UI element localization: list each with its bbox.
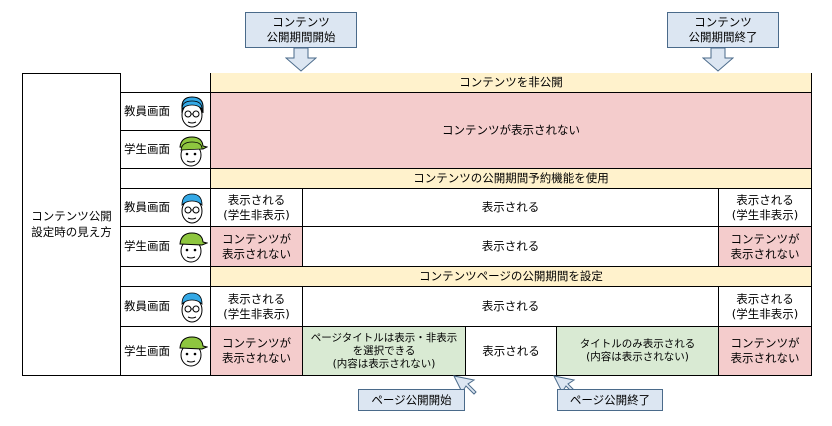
role-label: 学生画面 bbox=[124, 239, 170, 253]
left-label-line2: 設定時の見え方 bbox=[31, 225, 112, 239]
teacher-face-icon bbox=[181, 193, 203, 224]
role-label: 教員画面 bbox=[124, 299, 170, 313]
page-student-mid: 表示される bbox=[466, 327, 557, 376]
callout-line2: 公開期間終了 bbox=[688, 30, 758, 44]
left-label-line1: コンテンツ公開 bbox=[31, 209, 112, 223]
reserve-student-mid: 表示される bbox=[303, 227, 719, 267]
callout-line1: コンテンツ bbox=[694, 15, 752, 29]
teacher-face-icon bbox=[181, 96, 204, 128]
role-label: 教員画面 bbox=[124, 200, 170, 214]
hidden-body-cell: コンテンツが表示されない bbox=[211, 93, 812, 169]
reserve-teacher-right: 表示される (学生非表示) bbox=[719, 189, 812, 227]
page-student-select: ページタイトルは表示・非表示 を選択できる (内容は表示されない) bbox=[303, 327, 466, 376]
teacher-face-icon bbox=[181, 292, 203, 323]
student-face-icon bbox=[179, 232, 208, 263]
reserve-teacher-left: 表示される (学生非表示) bbox=[211, 189, 303, 227]
callout-content-period-start: コンテンツ 公開期間開始 bbox=[245, 12, 357, 48]
callout-line2: 公開期間開始 bbox=[266, 30, 336, 44]
student-face-icon bbox=[179, 136, 208, 167]
reserve-teacher-mid: 表示される bbox=[303, 189, 719, 227]
page-student-right: コンテンツが 表示されない bbox=[719, 327, 812, 376]
reserve-student-right: コンテンツが 表示されない bbox=[719, 227, 812, 267]
page-teacher-left: 表示される (学生非表示) bbox=[211, 287, 303, 327]
blank-header-cell bbox=[121, 267, 211, 287]
page-student-title-only: タイトルのみ表示される (内容は表示されない) bbox=[557, 327, 719, 376]
down-arrow-icon bbox=[702, 48, 734, 72]
page-teacher-right: 表示される (学生非表示) bbox=[719, 287, 812, 327]
role-student-row3: 学生画面 bbox=[121, 327, 211, 376]
page-student-left: コンテンツが 表示されない bbox=[211, 327, 303, 376]
role-label: 学生画面 bbox=[124, 142, 170, 156]
left-label-cell: コンテンツ公開 設定時の見え方 bbox=[22, 73, 121, 376]
callout-line1: コンテンツ bbox=[272, 15, 330, 29]
page-teacher-mid: 表示される bbox=[303, 287, 719, 327]
reserve-student-left: コンテンツが 表示されない bbox=[211, 227, 303, 267]
callout-content-period-end: コンテンツ 公開期間終了 bbox=[667, 12, 779, 48]
section-header-reserve: コンテンツの公開期間予約機能を使用 bbox=[211, 169, 812, 189]
section-header-page: コンテンツページの公開期間を設定 bbox=[211, 267, 812, 287]
section-header-hidden: コンテンツを非公開 bbox=[211, 73, 812, 93]
role-label: 学生画面 bbox=[124, 343, 170, 358]
student-face-icon bbox=[179, 336, 208, 367]
role-label: 教員画面 bbox=[124, 104, 170, 118]
callout-page-publish-start: ページ公開開始 bbox=[358, 389, 465, 411]
callout-page-publish-end: ページ公開終了 bbox=[557, 389, 663, 411]
blank-header-cell bbox=[121, 73, 211, 93]
blank-header-cell bbox=[121, 169, 211, 189]
down-arrow-icon bbox=[285, 48, 317, 72]
